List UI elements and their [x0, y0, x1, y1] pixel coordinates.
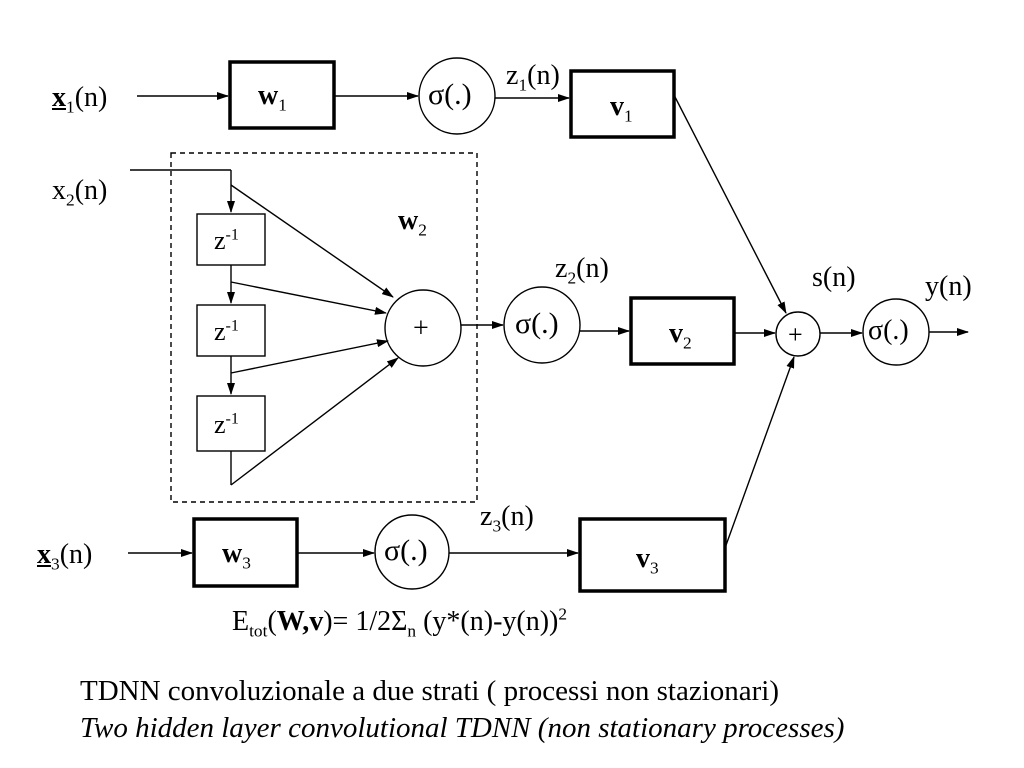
output-sum-plus-label: + — [788, 320, 803, 349]
v1-label: v1 — [610, 91, 633, 126]
delay2-label: z-1 — [214, 317, 239, 346]
s-label: s(n) — [812, 262, 856, 293]
z1-label: z1(n) — [506, 60, 560, 95]
arrow-v1-to-sum — [673, 94, 787, 314]
z3-label: z3(n) — [480, 501, 534, 536]
w2-label: w2 — [398, 205, 427, 240]
v2-box — [629, 296, 736, 366]
delay1-label: z-1 — [214, 226, 239, 255]
x3-label: x3(n) — [37, 539, 93, 574]
adder-plus-label: + — [413, 313, 429, 344]
x1-label: x1(n) — [52, 82, 108, 117]
v2-label: v2 — [669, 318, 692, 353]
caption-english: Two hidden layer convolutional TDNN (non… — [80, 712, 845, 744]
x2-label: x2(n) — [52, 175, 108, 210]
sigma1-node — [418, 57, 496, 135]
tap1-to-adder — [230, 281, 387, 315]
adder-node — [384, 289, 462, 367]
arrow-v3-to-sum — [724, 356, 795, 549]
sigma2-node — [503, 286, 581, 364]
tap2-to-adder — [230, 339, 389, 374]
w1-box — [228, 60, 336, 130]
y-label: y(n) — [925, 271, 972, 302]
v3-box — [578, 517, 727, 593]
sigma-out-label: σ(.) — [868, 315, 909, 346]
output-sum-node — [775, 311, 821, 357]
w3-label: w3 — [222, 538, 251, 573]
sigma1-label: σ(.) — [428, 78, 472, 111]
tap0-to-adder — [230, 184, 394, 298]
sigma3-label: σ(.) — [384, 534, 428, 567]
sigma3-node — [374, 514, 450, 590]
sigma2-label: σ(.) — [515, 307, 559, 340]
caption-italian: TDNN convoluzionale a due strati ( proce… — [80, 675, 780, 707]
z2-label: z2(n) — [555, 253, 609, 288]
v3-label: v3 — [636, 543, 659, 578]
error-formula: Etot(W,v)= 1/2Σn (y*(n)-y(n))2 — [232, 604, 568, 641]
w2-dashed-region — [170, 152, 478, 503]
w1-label: w1 — [258, 80, 287, 115]
v1-box — [569, 69, 676, 139]
tap3-to-adder — [230, 357, 399, 486]
delay3-label: z-1 — [214, 410, 239, 439]
